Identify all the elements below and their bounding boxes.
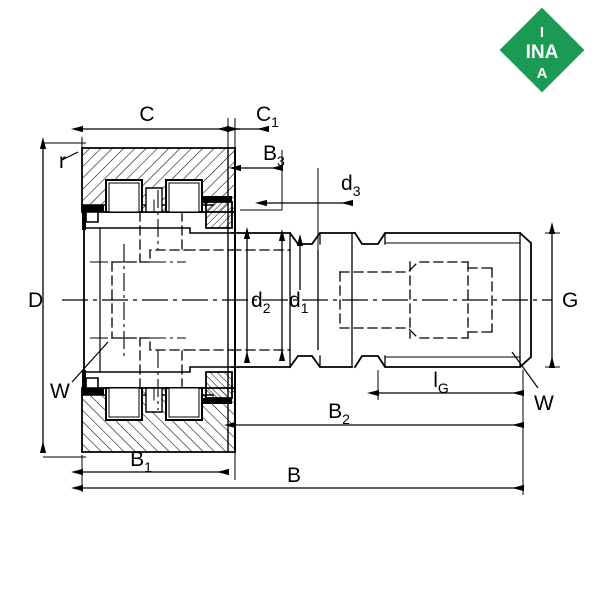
label-d3: d3 [341,172,361,199]
ina-logo: I INA A [499,7,585,93]
label-W-left: W [50,380,70,403]
local-centre-lines [90,190,186,410]
seal-left-bottom [82,370,104,395]
bearing-geometry [81,147,532,453]
label-D: D [28,289,43,312]
label-C: C [139,103,154,126]
label-B1-base: B [130,448,144,471]
stud-shank [231,231,532,369]
logo-line2: INA [526,42,559,63]
logo-line1: I [540,24,544,41]
dimension-labels: C C1 B3 d3 r D W d2 d1 G W lG B1 B2 [28,103,578,487]
label-B3: B3 [263,142,285,169]
seal-left-top [82,205,104,230]
label-d3-base: d [341,172,353,195]
leader-W-right [511,351,539,389]
label-d2-base: d [251,289,263,312]
label-d2-sub: 2 [263,300,271,316]
label-C1: C1 [256,103,279,130]
label-d1-sub: 1 [301,300,309,316]
label-lG-base: l [433,369,438,392]
label-B1: B1 [130,448,152,475]
label-B: B [287,464,301,487]
label-lG: lG [433,369,449,396]
label-W-right: W [534,392,554,415]
label-r: r [59,150,66,173]
label-B2-base: B [328,400,342,423]
label-d1: d1 [289,289,309,316]
label-C1-base: C [256,103,271,126]
leader-W-left [71,341,109,383]
seal-right-top [201,196,233,229]
seal-right-bottom [202,371,233,404]
label-G: G [562,289,578,312]
label-B2: B2 [328,400,350,427]
roller-set-bottom [105,387,203,421]
label-B2-sub: 2 [342,411,350,427]
logo-diamond [499,7,585,93]
dim-d2 [243,227,286,363]
dimension-lines [39,118,560,495]
label-B3-base: B [263,142,277,165]
dim-d1 [296,234,319,350]
label-d2: d2 [251,289,271,316]
label-d3-sub: 3 [353,183,361,199]
label-C1-sub: 1 [271,114,279,130]
label-B3-sub: 3 [277,153,285,169]
label-d1-base: d [289,289,301,312]
label-B1-sub: 1 [144,459,152,475]
label-lG-sub: G [438,380,449,396]
leader-r [61,151,79,161]
logo-line3: A [537,65,548,82]
